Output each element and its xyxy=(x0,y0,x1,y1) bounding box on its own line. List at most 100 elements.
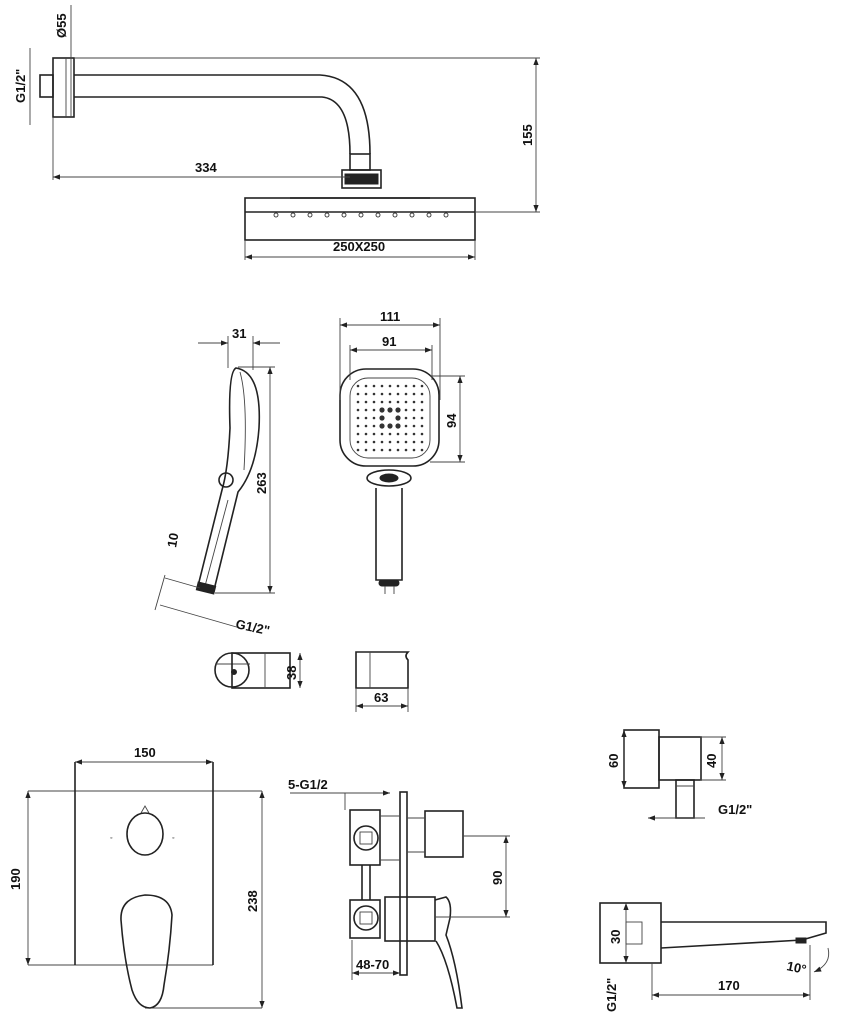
nozzle-hole xyxy=(396,400,400,404)
nozzle-hole xyxy=(396,448,400,452)
nozzle-hole xyxy=(372,400,376,404)
nozzle-hole xyxy=(388,432,392,436)
nozzle-hole xyxy=(364,392,368,396)
nozzle-hole xyxy=(395,407,401,413)
head-size-label: 250X250 xyxy=(333,239,385,254)
face-width-label: 91 xyxy=(382,334,396,349)
plate-height-label: 60 xyxy=(606,754,621,768)
nozzle-hole xyxy=(364,384,368,388)
nozzle-hole xyxy=(412,440,416,444)
nozzle-hole xyxy=(420,392,424,396)
nozzle-hole xyxy=(412,416,416,420)
nozzle-hole xyxy=(404,432,408,436)
nozzle-hole xyxy=(372,416,376,420)
nozzle-hole xyxy=(404,392,408,396)
spacing-label: 90 xyxy=(490,871,505,885)
nozzle-hole xyxy=(380,392,384,396)
panel-height-label: 190 xyxy=(8,868,23,890)
spout-thread-label: G1/2" xyxy=(604,978,619,1012)
face-height-label: 94 xyxy=(444,413,459,428)
nozzle-hole xyxy=(420,408,424,412)
outlet-thread-label: G1/2" xyxy=(718,802,752,817)
mixer-panel-drawing: ◦ ◦ 150 190 238 xyxy=(8,745,265,1009)
nozzle-hole xyxy=(396,392,400,396)
nozzle-hole xyxy=(420,424,424,428)
nozzle-hole xyxy=(372,448,376,452)
nozzle-hole xyxy=(372,384,376,388)
nozzle-hole xyxy=(388,392,392,396)
nozzle-hole xyxy=(420,432,424,436)
wall-outlet-drawing: 60 40 G1/2" xyxy=(606,729,752,821)
hand-shower-side-drawing: 31 263 10 G1/2" xyxy=(154,326,280,638)
head-width-label: 111 xyxy=(380,309,400,324)
nozzle-hole xyxy=(404,416,408,420)
nozzle-hole xyxy=(395,415,401,421)
side-width-label: 31 xyxy=(232,326,246,341)
nozzle-hole xyxy=(380,440,384,444)
spout-height-label: 30 xyxy=(608,930,623,944)
nozzle-hole xyxy=(356,392,360,396)
inlet-thread-label: G1/2" xyxy=(13,69,28,103)
hand-shower-front-drawing: 111 91 94 xyxy=(339,309,465,594)
nozzle-hole xyxy=(420,384,424,388)
cold-mark-icon: ◦ xyxy=(110,835,112,842)
nozzle-hole xyxy=(420,440,424,444)
holder-drawing: 38 63 xyxy=(214,651,410,712)
nozzle-hole xyxy=(364,424,368,428)
nozzle-hole xyxy=(372,440,376,444)
arm-length-label: 334 xyxy=(195,160,217,175)
nozzle-hole xyxy=(404,448,408,452)
nozzle-hole xyxy=(404,400,408,404)
nozzle-hole xyxy=(364,440,368,444)
nozzle-hole xyxy=(356,408,360,412)
nozzle-hole xyxy=(380,384,384,388)
nozzle-hole xyxy=(404,440,408,444)
spout-drawing: 30 G1/2" 170 10° xyxy=(599,902,830,1012)
holder-width-label: 63 xyxy=(374,690,388,705)
nozzle-hole xyxy=(396,440,400,444)
nozzle-hole xyxy=(380,448,384,452)
panel-width-label: 150 xyxy=(134,745,156,760)
nozzle-hole xyxy=(364,408,368,412)
nozzle-hole xyxy=(387,423,393,429)
nozzle-hole xyxy=(356,448,360,452)
holder-height-label: 38 xyxy=(284,666,299,680)
nozzle-hole xyxy=(372,432,376,436)
nozzle-hole xyxy=(380,432,384,436)
total-height-label: 238 xyxy=(245,890,260,912)
nozzle-hole xyxy=(372,424,376,428)
nozzle-hole xyxy=(364,400,368,404)
nozzle-hole xyxy=(404,424,408,428)
nozzle-hole xyxy=(356,424,360,428)
nozzle-hole xyxy=(380,400,384,404)
nozzle-hole xyxy=(412,424,416,428)
nozzle-hole xyxy=(420,400,424,404)
nozzle-hole xyxy=(420,448,424,452)
nozzle-hole xyxy=(356,384,360,388)
nozzle-hole xyxy=(388,384,392,388)
nozzle-hole xyxy=(404,384,408,388)
spout-length-label: 170 xyxy=(718,978,740,993)
nozzle-hole xyxy=(412,400,416,404)
nozzle-hole xyxy=(420,416,424,420)
nozzle-hole xyxy=(379,407,385,413)
nozzle-hole xyxy=(388,448,392,452)
nozzle-hole xyxy=(395,423,401,429)
nozzle-hole xyxy=(356,416,360,420)
nozzle-hole xyxy=(404,408,408,412)
length-label: 263 xyxy=(254,472,269,494)
height-label: 155 xyxy=(520,124,535,146)
nozzle-hole xyxy=(412,384,416,388)
overhead-shower-drawing: Ø55 G1/2" 334 155 250X250 xyxy=(13,5,540,260)
nozzle-hole xyxy=(412,432,416,436)
nozzle-hole xyxy=(412,448,416,452)
outlets-label: 5-G1/2 xyxy=(288,777,328,792)
nozzle-hole xyxy=(412,408,416,412)
nozzle-hole xyxy=(364,432,368,436)
hot-mark-icon: ◦ xyxy=(172,835,174,842)
spout-angle-label: 10° xyxy=(785,958,807,977)
hand-thread-label: G1/2" xyxy=(234,616,271,638)
nozzle-hole xyxy=(364,416,368,420)
